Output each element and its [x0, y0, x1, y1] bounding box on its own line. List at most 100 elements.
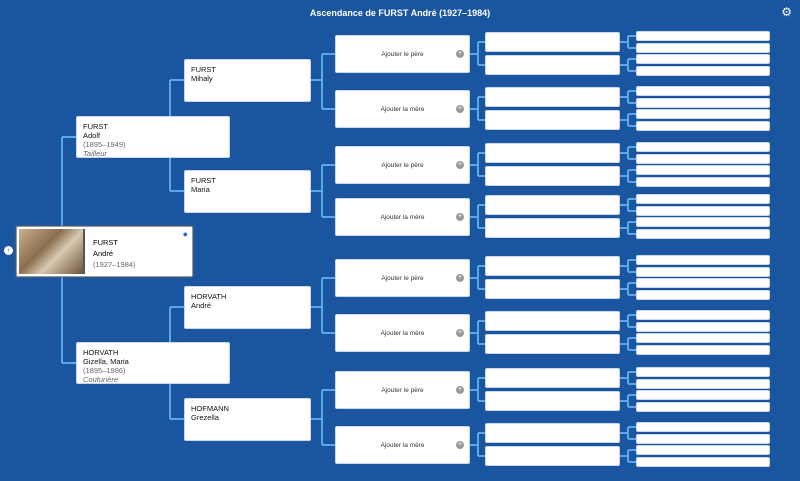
empty-ancestor-slot[interactable] [636, 457, 770, 467]
connector-line [478, 96, 485, 98]
empty-ancestor-slot[interactable] [485, 87, 620, 107]
add-mother-button[interactable]: Ajouter la mère+ [335, 314, 470, 352]
empty-ancestor-slot[interactable] [636, 66, 770, 76]
empty-ancestor-slot[interactable] [636, 165, 770, 175]
connector-line [628, 349, 636, 351]
connector-line [477, 433, 479, 456]
connector-line [322, 332, 335, 334]
add-mother-button[interactable]: Ajouter la mère+ [335, 90, 470, 128]
empty-ancestor-slot[interactable] [636, 278, 770, 288]
connector-line [628, 221, 636, 223]
plus-icon[interactable]: + [456, 50, 464, 58]
connector-line [628, 47, 636, 49]
connector-line [62, 362, 76, 364]
empty-ancestor-slot[interactable] [636, 31, 770, 41]
connector-line [321, 390, 323, 445]
empty-ancestor-slot[interactable] [636, 367, 770, 377]
empty-ancestor-slot[interactable] [636, 290, 770, 300]
connector-line [322, 389, 335, 391]
connector-line [627, 427, 629, 439]
empty-ancestor-slot[interactable] [485, 195, 620, 215]
connector-line [478, 288, 485, 290]
gear-icon[interactable]: ⚙ [781, 5, 792, 19]
empty-ancestor-slot[interactable] [636, 255, 770, 265]
empty-ancestor-slot[interactable] [485, 334, 620, 354]
person-surname: HORVATH [191, 292, 227, 301]
empty-ancestor-slot[interactable] [636, 445, 770, 455]
add-parent-label: Ajouter le père [381, 50, 424, 58]
empty-ancestor-slot[interactable] [485, 218, 620, 238]
empty-ancestor-slot[interactable] [636, 194, 770, 204]
connector-line [628, 383, 636, 385]
empty-ancestor-slot[interactable] [636, 229, 770, 239]
plus-icon[interactable]: + [456, 441, 464, 449]
empty-ancestor-slot[interactable] [636, 422, 770, 432]
empty-ancestor-slot[interactable] [636, 322, 770, 332]
empty-ancestor-slot[interactable] [636, 333, 770, 343]
empty-ancestor-slot[interactable] [636, 402, 770, 412]
connector-line [311, 306, 322, 308]
plus-icon[interactable]: + [456, 386, 464, 394]
add-father-button[interactable]: Ajouter le père+ [335, 259, 470, 297]
empty-ancestor-slot[interactable] [485, 368, 620, 388]
empty-ancestor-slot[interactable] [636, 177, 770, 187]
empty-ancestor-slot[interactable] [636, 142, 770, 152]
connector-line [321, 278, 323, 333]
plus-icon[interactable]: + [456, 213, 464, 221]
empty-ancestor-slot[interactable] [485, 311, 620, 331]
empty-ancestor-slot[interactable] [485, 256, 620, 276]
connector-line [470, 164, 478, 166]
empty-ancestor-slot[interactable] [636, 379, 770, 389]
empty-ancestor-slot[interactable] [485, 55, 620, 75]
connector-line [627, 36, 629, 48]
empty-ancestor-slot[interactable] [636, 54, 770, 64]
empty-ancestor-slot[interactable] [636, 310, 770, 320]
empty-ancestor-slot[interactable] [636, 154, 770, 164]
empty-ancestor-slot[interactable] [485, 423, 620, 443]
connector-line [620, 343, 628, 345]
empty-ancestor-slot[interactable] [485, 32, 620, 52]
chevron-left-icon[interactable]: ‹ [4, 246, 13, 255]
empty-ancestor-slot[interactable] [636, 43, 770, 53]
connector-line [628, 35, 636, 37]
empty-ancestor-slot[interactable] [636, 86, 770, 96]
add-father-button[interactable]: Ajouter le père + [335, 35, 470, 73]
plus-icon[interactable]: + [456, 105, 464, 113]
root-person-card[interactable]: FURST André (1927–1984) ● [16, 226, 193, 277]
add-mother-button[interactable]: Ajouter la mère+ [335, 198, 470, 236]
plus-icon[interactable]: + [456, 329, 464, 337]
empty-ancestor-slot[interactable] [636, 390, 770, 400]
root-dates: (1927–1984) [93, 260, 136, 269]
add-father-button[interactable]: Ajouter le père+ [335, 371, 470, 409]
empty-ancestor-slot[interactable] [636, 434, 770, 444]
plus-icon[interactable]: + [456, 274, 464, 282]
empty-ancestor-slot[interactable] [636, 217, 770, 227]
add-father-button[interactable]: Ajouter le père+ [335, 146, 470, 184]
empty-ancestor-slot[interactable] [636, 267, 770, 277]
empty-ancestor-slot[interactable] [485, 391, 620, 411]
empty-ancestor-slot[interactable] [636, 345, 770, 355]
empty-ancestor-slot[interactable] [485, 446, 620, 466]
empty-ancestor-slot[interactable] [636, 121, 770, 131]
add-mother-button[interactable]: Ajouter la mère+ [335, 426, 470, 464]
empty-ancestor-slot[interactable] [636, 206, 770, 216]
connector-line [628, 210, 636, 212]
empty-ancestor-slot[interactable] [485, 279, 620, 299]
empty-ancestor-slot[interactable] [485, 110, 620, 130]
connector-line [628, 406, 636, 408]
empty-ancestor-slot[interactable] [636, 109, 770, 119]
empty-ancestor-slot[interactable] [485, 166, 620, 186]
empty-ancestor-slot[interactable] [636, 98, 770, 108]
plus-icon[interactable]: + [456, 161, 464, 169]
user-icon[interactable]: ● [182, 229, 188, 239]
empty-ancestor-slot[interactable] [485, 143, 620, 163]
connector-line [478, 377, 485, 379]
root-given-name: André [93, 249, 114, 258]
connector-line [322, 53, 335, 55]
